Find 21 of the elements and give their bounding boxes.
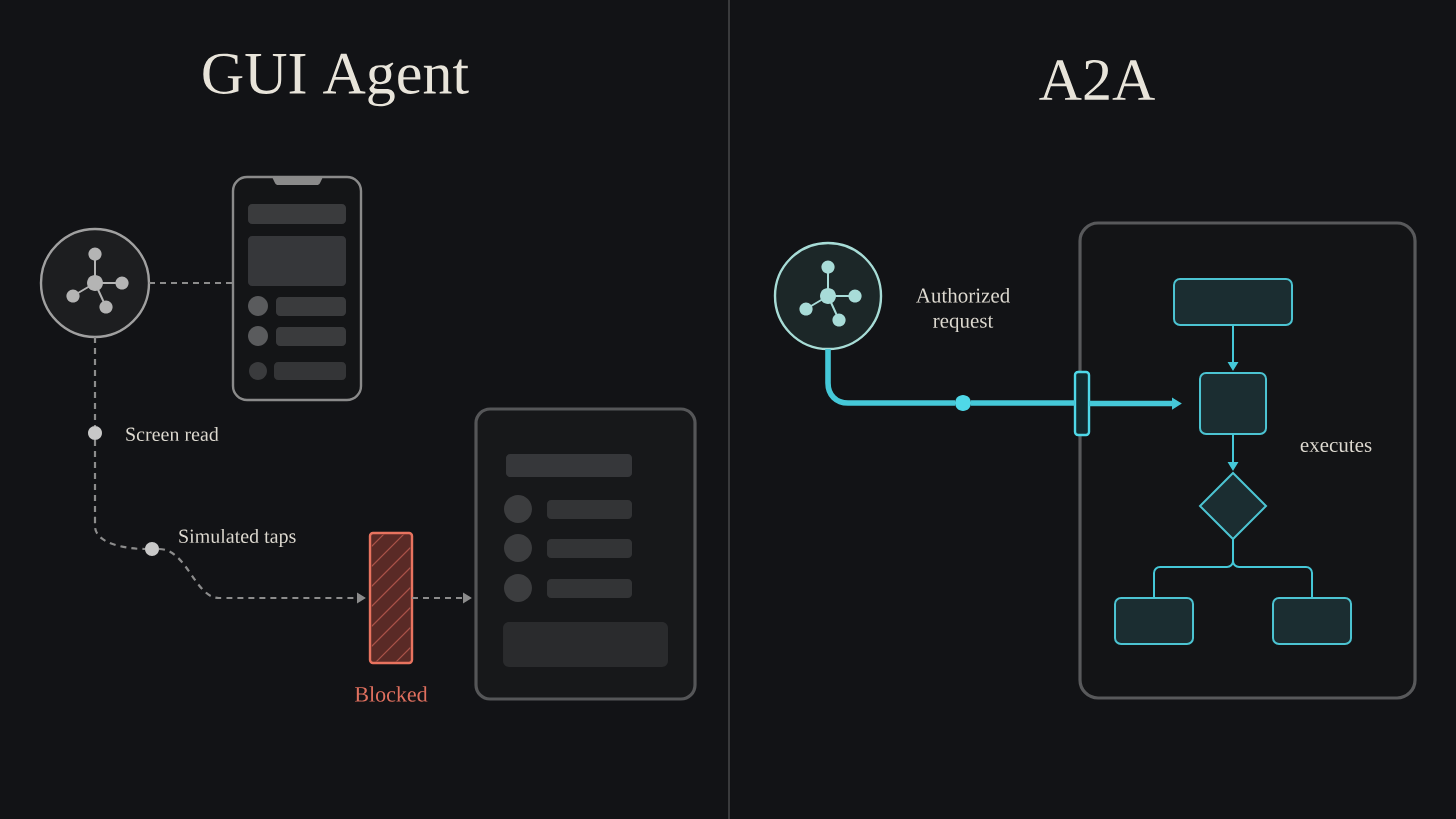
connector-line — [971, 400, 1075, 406]
connector-line — [149, 281, 233, 285]
step-label: Simulated taps — [179, 528, 296, 548]
connector-line — [93, 337, 97, 426]
panel-title: A2A — [1039, 60, 1155, 100]
connector-line — [93, 440, 146, 551]
process-box — [1272, 597, 1352, 645]
step-label: Authorized request — [916, 287, 1010, 333]
status-label: Blocked — [355, 686, 428, 702]
connector-line — [1232, 538, 1313, 599]
process-box — [1173, 278, 1293, 326]
process-box — [1199, 372, 1267, 435]
step-label: Screen read — [126, 426, 219, 442]
tablet-drawing — [474, 407, 697, 701]
process-box — [1114, 597, 1194, 645]
gate-bar — [1073, 370, 1091, 437]
frame-caption: executes — [1300, 440, 1372, 453]
waypoint-dot — [955, 395, 971, 411]
connector-line — [825, 349, 955, 406]
phone-drawing — [231, 175, 363, 402]
panel-title: GUI Agent — [203, 53, 469, 107]
